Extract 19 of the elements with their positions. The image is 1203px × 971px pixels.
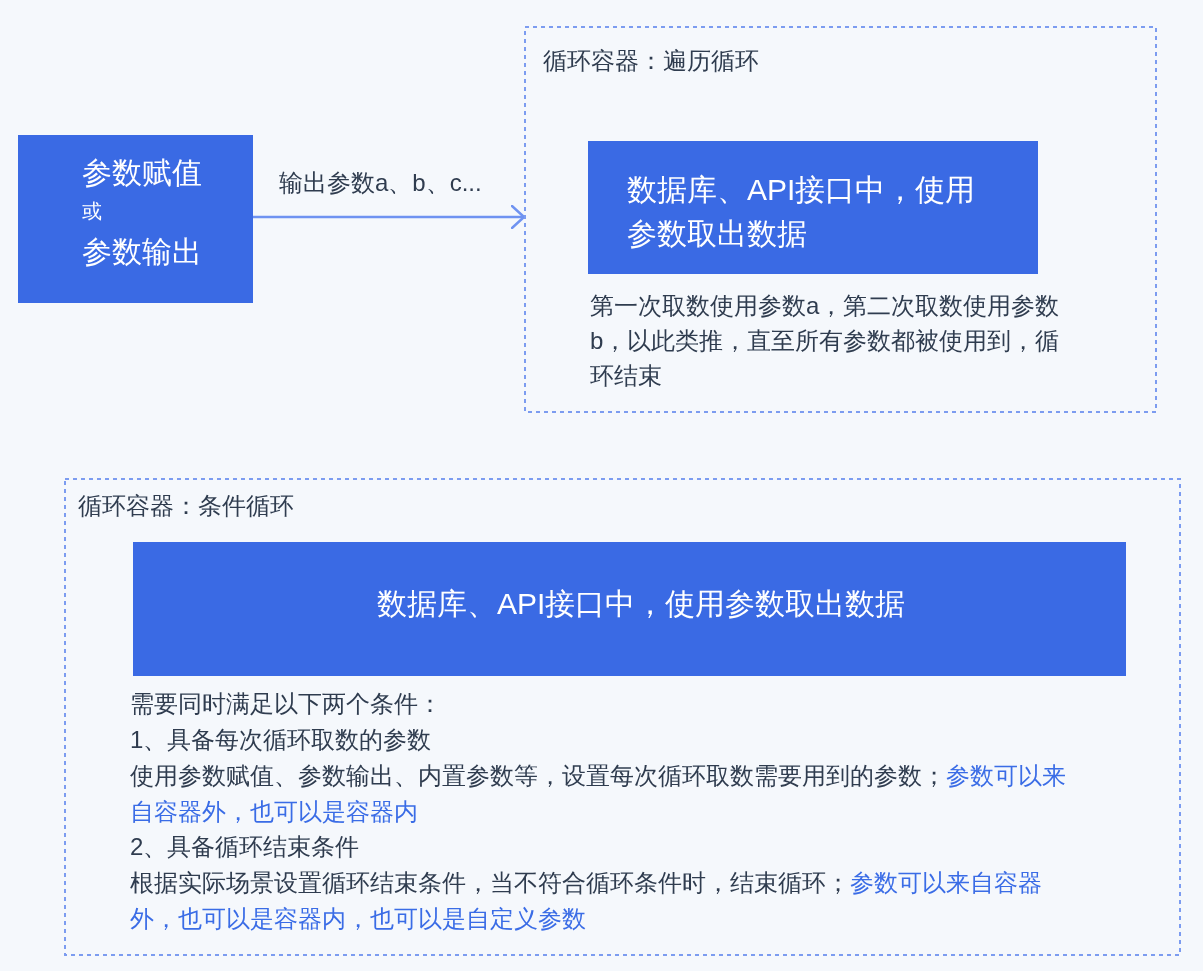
box-label: 参数赋值 bbox=[82, 155, 202, 191]
process-box bbox=[133, 542, 1126, 676]
process-box bbox=[588, 141, 1038, 274]
note-text: 使用参数赋值、参数输出、内置参数等，设置每次循环取数需要用到的参数；参数可以来自容器外，也可以是容器内 bbox=[130, 761, 1067, 827]
note-text: 2、具备循环结束条件 bbox=[130, 832, 360, 862]
box-label: 数据库、API接口中，使用参数取出数据 bbox=[377, 586, 906, 622]
note-text: 根据实际场景设置循环结束条件，当不符合循环条件时，结束循环；参数可以来自容器外，也可以是容器内，也可以是自定义参数 bbox=[130, 868, 1043, 934]
note-text: 需要同时满足以下两个条件： bbox=[130, 689, 442, 719]
dashed-container bbox=[64, 478, 1181, 956]
container-title: 循环容器：条件循环 bbox=[78, 491, 294, 521]
arrow bbox=[253, 204, 526, 230]
box-label: 数据库、API接口中，使用参数取出数据 bbox=[627, 172, 977, 252]
dashed-container bbox=[524, 26, 1157, 413]
box-label: 或 bbox=[82, 199, 102, 224]
box-label: 参数输出 bbox=[82, 234, 202, 270]
description-text: 第一次取数使用参数a，第二次取数使用参数b，以此类推，直至所有参数都被使用到，循环结束 bbox=[590, 291, 1061, 391]
note-text: 1、具备每次循环取数的参数 bbox=[130, 725, 432, 755]
container-title: 循环容器：遍历循环 bbox=[543, 46, 759, 76]
process-box bbox=[18, 135, 253, 303]
